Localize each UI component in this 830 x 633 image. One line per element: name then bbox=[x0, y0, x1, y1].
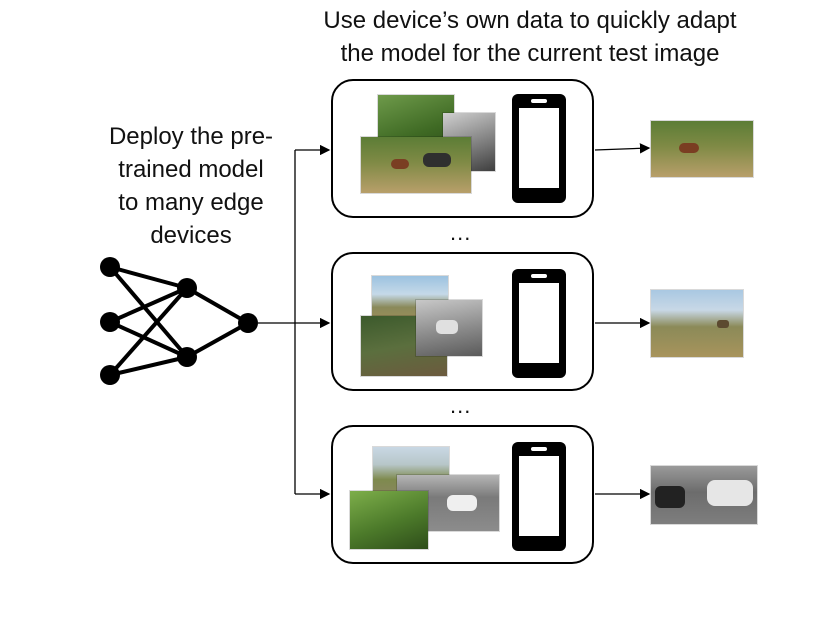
phone-screen bbox=[519, 108, 559, 188]
animal-silhouette bbox=[679, 143, 699, 153]
phone-speaker bbox=[530, 273, 548, 279]
ellipsis-2: ... bbox=[450, 393, 472, 418]
edge-device-panel-3 bbox=[331, 425, 594, 564]
title-line-2: the model for the current test image bbox=[340, 40, 720, 67]
deploy-caption: Deploy the pre- trained model to many ed… bbox=[82, 120, 300, 252]
deploy-caption-line-3: to many edge bbox=[118, 189, 264, 216]
animal-silhouette bbox=[707, 480, 753, 506]
animal-silhouette bbox=[436, 320, 458, 334]
deploy-caption-line-2: trained model bbox=[118, 156, 264, 183]
deploy-caption-line-4: devices bbox=[150, 222, 232, 249]
test-image-output-1 bbox=[651, 121, 753, 177]
phone-screen bbox=[519, 283, 559, 363]
smartphone-icon bbox=[512, 442, 566, 551]
local-image-grayscale-goat bbox=[416, 300, 482, 356]
phone-speaker bbox=[530, 446, 548, 452]
diagram-title: Use device’s own data to quickly adapt t… bbox=[270, 4, 790, 70]
animal-silhouette bbox=[391, 159, 409, 169]
animal-silhouette-dark bbox=[655, 486, 685, 508]
edge-device-panel-2 bbox=[331, 252, 594, 391]
ellipsis-1: ... bbox=[450, 220, 472, 245]
smartphone-icon bbox=[512, 269, 566, 378]
test-image-output-2 bbox=[651, 290, 743, 357]
edge-device-panel-1 bbox=[331, 79, 594, 218]
neural-network-icon bbox=[100, 257, 258, 385]
deploy-caption-line-1: Deploy the pre- bbox=[108, 123, 274, 150]
test-image-output-3 bbox=[651, 466, 757, 524]
local-image-deer bbox=[361, 137, 471, 193]
phone-screen bbox=[519, 456, 559, 536]
branch-connector bbox=[258, 144, 331, 500]
output-arrows bbox=[594, 143, 651, 500]
local-image-jungle bbox=[350, 491, 428, 549]
animal-silhouette bbox=[447, 495, 477, 511]
title-line-1: Use device’s own data to quickly adapt bbox=[323, 7, 737, 34]
animal-silhouette-dark bbox=[423, 153, 451, 167]
smartphone-icon bbox=[512, 94, 566, 203]
phone-speaker bbox=[530, 98, 548, 104]
animal-silhouette bbox=[717, 320, 729, 328]
